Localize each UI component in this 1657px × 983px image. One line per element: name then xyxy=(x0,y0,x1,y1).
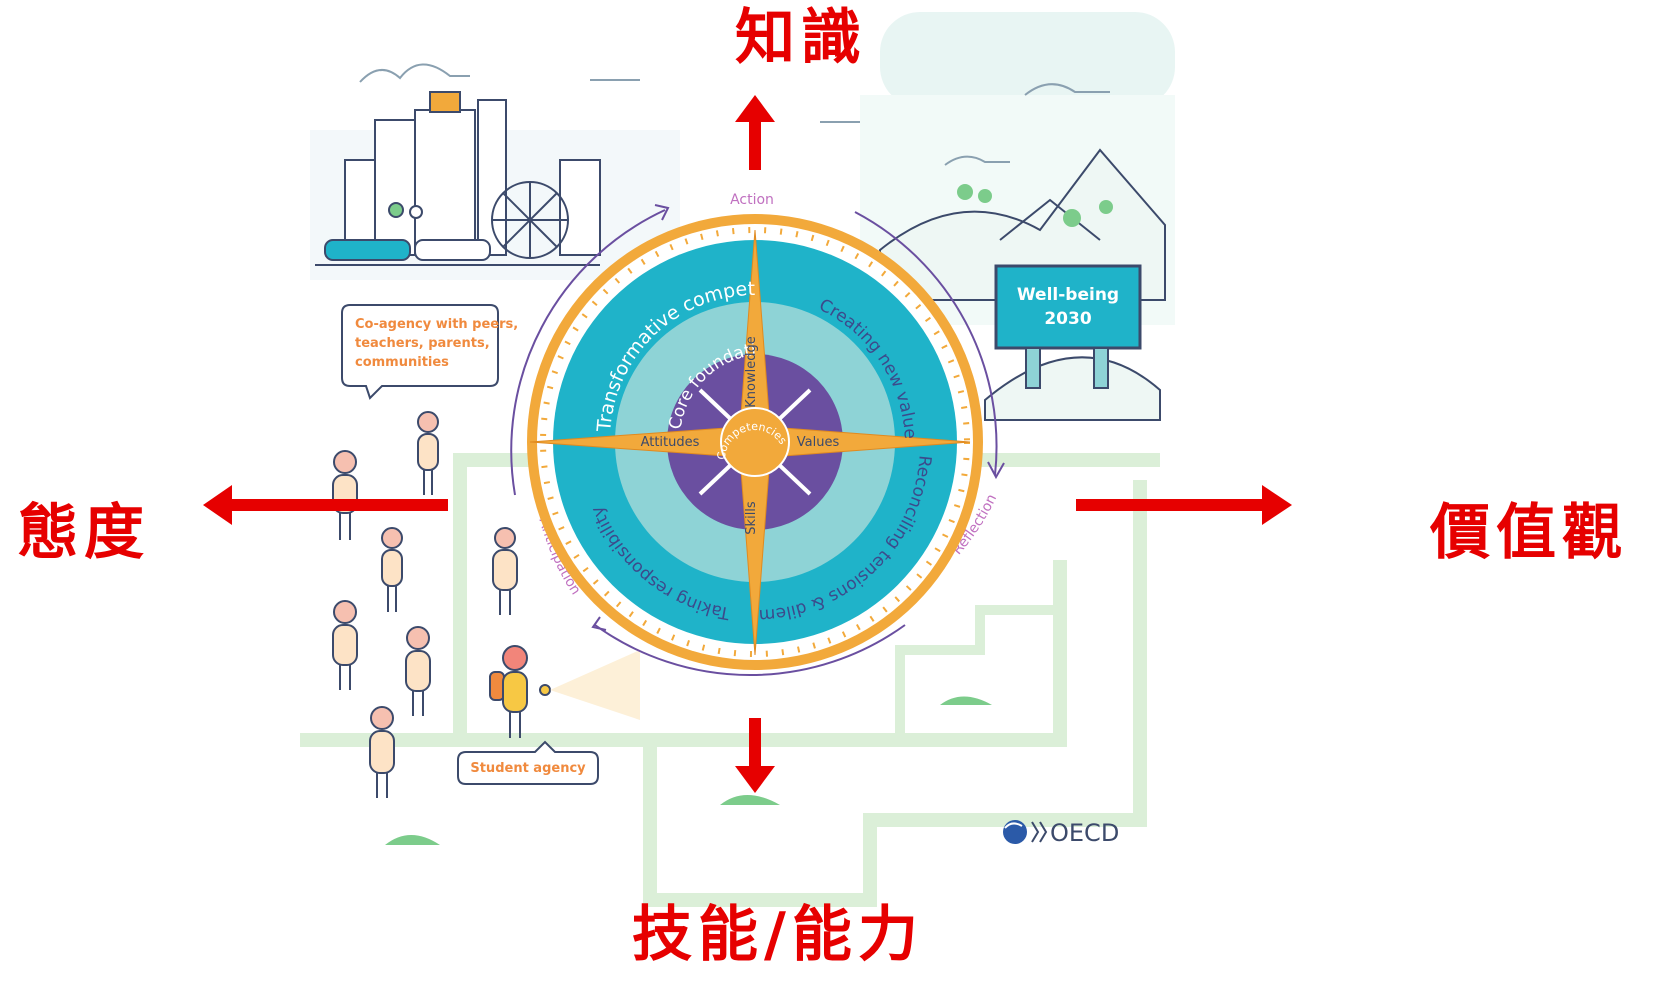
coagency-bubble: Co-agency with peers, teachers, parents,… xyxy=(341,304,518,400)
annotation-arrows xyxy=(203,95,1292,793)
knowledge-label: Knowledge xyxy=(744,336,759,407)
skills-label: Skills xyxy=(744,501,759,535)
oecd-logo: OECD xyxy=(1003,819,1119,847)
arrow-right-shaft xyxy=(1076,499,1266,511)
arrow-down-head xyxy=(735,766,775,793)
wellbeing-line2: 2030 xyxy=(1044,309,1091,329)
coagency-line2: teachers, parents, xyxy=(355,336,490,351)
people-illustration xyxy=(332,411,640,798)
arrow-left-shaft xyxy=(230,499,448,511)
attitudes-label: Attitudes xyxy=(641,435,700,450)
arrow-right-head xyxy=(1262,485,1292,525)
wellbeing-sign: Well-being 2030 xyxy=(994,264,1142,389)
coagency-line3: communities xyxy=(355,355,449,370)
city-illustration xyxy=(315,91,601,266)
arrow-up-head xyxy=(735,95,775,122)
arrow-down-shaft xyxy=(749,718,761,770)
annotation-skills: 技能/能力 xyxy=(632,900,924,970)
oecd-logo-text: OECD xyxy=(1050,819,1119,847)
student-agency-text: Student agency xyxy=(470,761,586,776)
annotation-knowledge: 知識 xyxy=(735,3,867,73)
arrow-left-head xyxy=(203,485,232,525)
coagency-line1: Co-agency with peers, xyxy=(355,317,518,332)
student-agency-label: Student agency xyxy=(457,740,599,785)
bushes xyxy=(385,696,992,845)
wellbeing-line1: Well-being xyxy=(1017,285,1119,305)
cycle-action-label: Action xyxy=(730,192,774,208)
arrow-up-shaft xyxy=(749,118,761,170)
values-label: Values xyxy=(797,435,840,450)
annotation-values: 價值觀 xyxy=(1430,498,1628,568)
annotation-attitudes: 態度 xyxy=(18,498,150,568)
